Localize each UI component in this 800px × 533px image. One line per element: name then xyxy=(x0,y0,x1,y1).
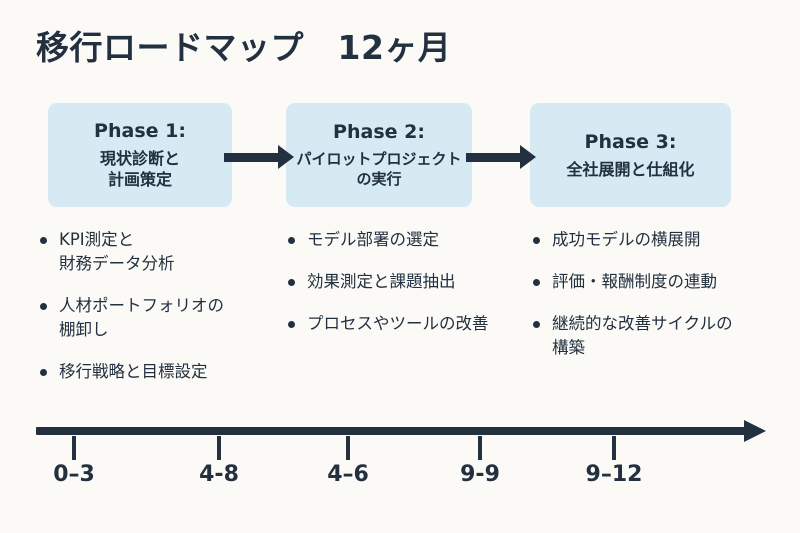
timeline-tick xyxy=(72,436,76,460)
list-item-label: 移行戦略と目標設定 xyxy=(59,361,208,381)
arrow-head xyxy=(520,145,536,169)
bullet-dot-icon xyxy=(533,278,540,286)
list-item: プロセスやツールの改善 xyxy=(282,312,526,336)
phase-1-subtitle: 現状診断と 計画策定 xyxy=(99,148,180,190)
phase-1-heading: Phase 1: xyxy=(94,120,186,143)
bullet-dot-icon xyxy=(533,320,540,328)
bullet-list-phase-2: モデル部署の選定 効果測定と課題抽出 プロセスやツールの改善 xyxy=(282,228,526,354)
timeline-tick-label: 9–12 xyxy=(585,462,643,487)
list-item-label: モデル部署の選定 xyxy=(307,230,439,249)
list-item-label: 成功モデルの横展開 xyxy=(552,230,701,249)
list-item: 継続的な改善サイクルの 構築 xyxy=(527,312,785,360)
phase-box-3[interactable]: Phase 3: 全社展開と仕組化 xyxy=(530,103,731,207)
bullet-dot-icon xyxy=(40,302,47,310)
list-item-label: プロセスやツールの改善 xyxy=(307,313,489,333)
timeline-tick xyxy=(217,436,221,460)
timeline-tick-label: 9-9 xyxy=(460,462,500,487)
list-item-label: 継続的な改善サイクルの 構築 xyxy=(552,313,733,357)
list-item-label: KPI測定と 財務データ分析 xyxy=(59,230,175,273)
timeline-tick xyxy=(478,436,482,460)
arrow-shaft xyxy=(466,152,521,162)
arrow-shaft xyxy=(224,152,279,162)
timeline-axis xyxy=(36,420,766,442)
list-item: モデル部署の選定 xyxy=(282,228,526,252)
phase-3-subtitle: 全社展開と仕組化 xyxy=(566,159,695,179)
timeline-tick xyxy=(612,436,616,460)
phase-box-1[interactable]: Phase 1: 現状診断と 計画策定 xyxy=(48,103,232,207)
bullet-dot-icon xyxy=(533,237,540,244)
arrow-head xyxy=(278,145,294,169)
list-item: 成功モデルの横展開 xyxy=(527,228,785,252)
bullet-list-phase-3: 成功モデルの横展開 評価・報酬制度の連動 継続的な改善サイクルの 構築 xyxy=(527,228,785,378)
page-title: 移行ロードマップ 12ヶ月 xyxy=(36,28,452,67)
list-item-label: 効果測定と課題抽出 xyxy=(307,271,456,291)
bullet-dot-icon xyxy=(288,278,295,286)
list-item: 人材ポートフォリオの 棚卸し xyxy=(34,294,274,342)
list-item: 評価・報酬制度の連動 xyxy=(527,270,785,294)
arrow-right-icon xyxy=(224,145,294,169)
phase-2-heading: Phase 2: xyxy=(333,121,425,144)
phase-box-2[interactable]: Phase 2: パイロットプロジェクト の実行 xyxy=(286,103,472,207)
timeline-line xyxy=(36,427,748,435)
timeline-tick-label: 4–6 xyxy=(327,462,369,487)
bullet-list-phase-1: KPI測定と 財務データ分析 人材ポートフォリオの 棚卸し 移行戦略と目標設定 xyxy=(34,228,274,402)
timeline-arrow-icon xyxy=(744,420,766,442)
phase-2-subtitle: パイロットプロジェクト の実行 xyxy=(296,150,462,189)
list-item-label: 人材ポートフォリオの 棚卸し xyxy=(59,295,224,339)
timeline-tick-label: 4-8 xyxy=(199,462,239,487)
arrow-right-icon xyxy=(466,145,536,169)
list-item: KPI測定と 財務データ分析 xyxy=(34,228,274,276)
phase-3-heading: Phase 3: xyxy=(584,130,677,153)
bullet-dot-icon xyxy=(40,237,47,244)
list-item-label: 評価・報酬制度の連動 xyxy=(552,271,717,291)
bullet-dot-icon xyxy=(40,368,47,376)
timeline-tick-label: 0–3 xyxy=(53,462,95,487)
list-item: 効果測定と課題抽出 xyxy=(282,270,526,294)
list-item: 移行戦略と目標設定 xyxy=(34,360,274,384)
bullet-dot-icon xyxy=(288,237,295,244)
timeline-tick xyxy=(346,436,350,460)
bullet-dot-icon xyxy=(288,320,295,328)
